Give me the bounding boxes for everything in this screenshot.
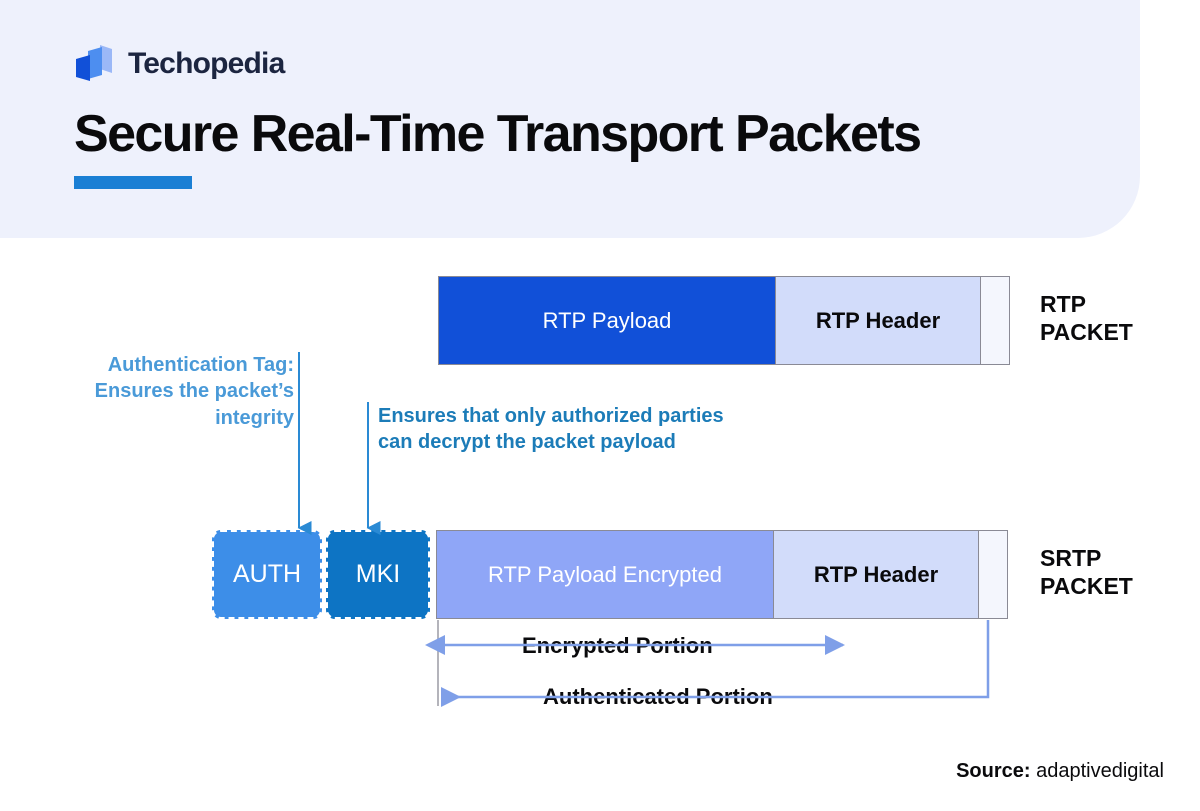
rtp-header-segment: RTP Header [775, 276, 981, 365]
rtp-payload-segment: RTP Payload [438, 276, 776, 365]
srtp-tail-segment [978, 530, 1008, 619]
brand-name: Techopedia [128, 47, 285, 80]
auth-annotation-text: Authentication Tag: Ensures the packet’s… [94, 354, 294, 429]
title-accent-bar [74, 176, 192, 189]
mki-annotation-text: Ensures that only authorized parties can… [378, 405, 724, 454]
authenticated-portion-label: Authenticated Portion [533, 684, 783, 710]
source-credit: Source: adaptivedigital [956, 760, 1164, 783]
rtp-packet-row: RTP Payload RTP Header [438, 276, 1010, 365]
srtp-mki-segment: MKI [326, 530, 430, 619]
srtp-header-segment: RTP Header [773, 530, 979, 619]
page-title: Secure Real-Time Transport Packets [74, 105, 922, 163]
source-value: adaptivedigital [1036, 760, 1164, 782]
srtp-packet-label: SRTP PACKET [1040, 545, 1133, 600]
srtp-packet-row: AUTH MKI RTP Payload Encrypted RTP Heade… [212, 530, 1008, 619]
srtp-payload-encrypted-segment: RTP Payload Encrypted [436, 530, 774, 619]
techopedia-logo-mark-icon [76, 45, 112, 81]
srtp-auth-segment: AUTH [212, 530, 322, 619]
encrypted-portion-label: Encrypted Portion [512, 633, 723, 659]
rtp-packet-label: RTP PACKET [1040, 291, 1133, 346]
rtp-tail-segment [980, 276, 1010, 365]
source-label: Source: [956, 760, 1031, 782]
brand-logo[interactable]: Techopedia [74, 43, 285, 85]
header-banner [0, 0, 1140, 238]
